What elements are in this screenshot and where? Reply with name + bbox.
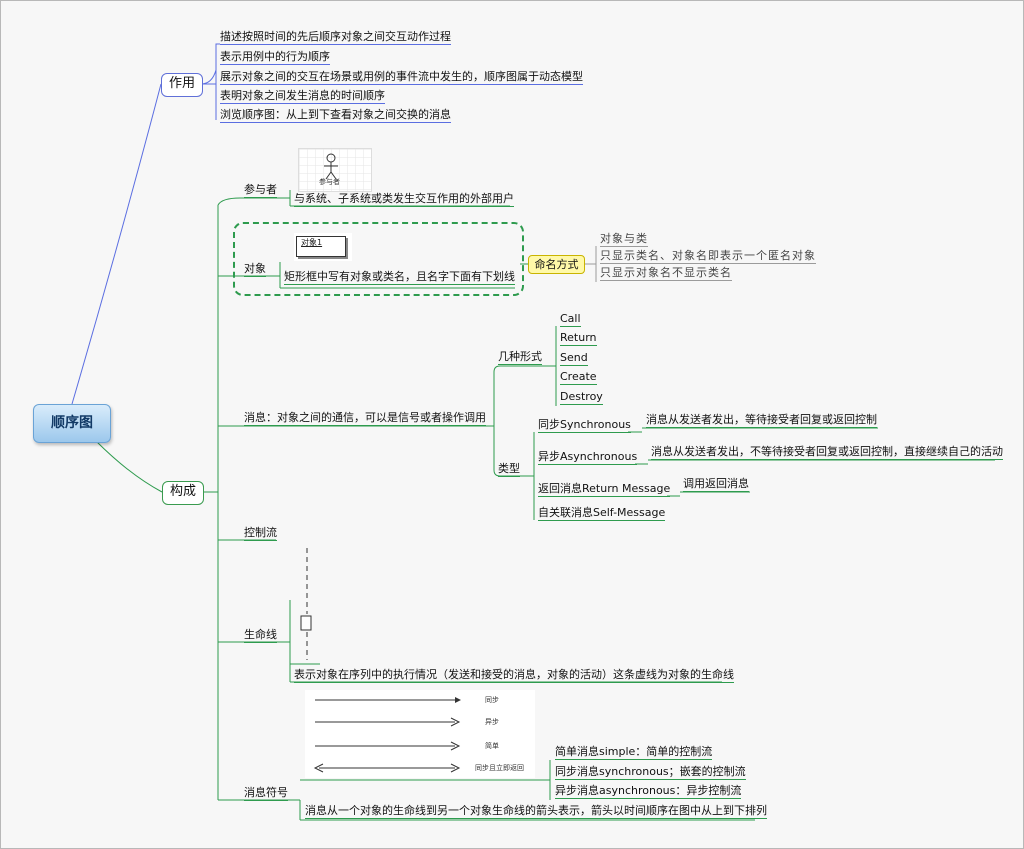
- purpose-item[interactable]: 浏览顺序图：从上到下查看对象之间交换的消息: [220, 108, 451, 123]
- object-image: 对象1: [294, 233, 352, 261]
- purpose-item[interactable]: 描述按照时间的先后顺序对象之间交互动作过程: [220, 30, 451, 45]
- message-node[interactable]: 消息：对象之间的通信，可以是信号或者操作调用: [244, 411, 486, 426]
- lifeline-node[interactable]: 生命线: [244, 628, 277, 643]
- object-icon-caption: 对象1: [301, 238, 323, 247]
- message-arrows-icon: [313, 697, 461, 773]
- message-symbol-desc[interactable]: 消息从一个对象的生命线到另一个对象生命线的箭头表示，箭头以时间顺序在图中从上到下…: [305, 804, 767, 819]
- composition-node[interactable]: 构成: [162, 481, 204, 505]
- actor-desc[interactable]: 与系统、子系统或类发生交互作用的外部用户: [294, 192, 514, 207]
- actor-image: 参与者: [298, 148, 372, 192]
- control-flow-node[interactable]: 控制流: [244, 526, 277, 541]
- form-item-send[interactable]: Send: [560, 351, 588, 366]
- lifeline-desc[interactable]: 表示对象在序列中的执行情况（发送和接受的消息，对象的活动）这条虚线为对象的生命线: [294, 668, 734, 683]
- naming-item[interactable]: 对象与类: [600, 232, 648, 247]
- object-desc[interactable]: 矩形框中写有对象或类名，且名字下面有下划线: [284, 270, 515, 285]
- legend-label: 同步且立即返回: [475, 764, 524, 772]
- purpose-item[interactable]: 展示对象之间的交互在场景或用例的事件流中发生的，顺序图属于动态模型: [220, 70, 583, 85]
- actor-icon-caption: 参与者: [319, 178, 340, 186]
- type-synchronous[interactable]: 同步Synchronous: [538, 418, 631, 433]
- type-asynchronous[interactable]: 异步Asynchronous: [538, 450, 638, 465]
- naming-method-node[interactable]: 命名方式: [528, 255, 585, 274]
- form-item-call[interactable]: Call: [560, 312, 581, 327]
- object-box-icon: 对象1: [296, 236, 346, 257]
- type-return-message[interactable]: 返回消息Return Message: [538, 482, 671, 497]
- type-asynchronous-desc[interactable]: 消息从发送者发出，不等待接受者回复或返回控制，直接继续自己的活动: [651, 445, 1003, 460]
- type-return-message-desc[interactable]: 调用返回消息: [683, 477, 749, 492]
- purpose-node[interactable]: 作用: [161, 73, 203, 97]
- legend-label: 同步: [485, 696, 499, 704]
- message-symbol-node[interactable]: 消息符号: [244, 786, 288, 801]
- actor-node[interactable]: 参与者: [244, 183, 277, 198]
- types-node[interactable]: 类型: [498, 462, 520, 477]
- symbol-item-simple[interactable]: 简单消息simple：简单的控制流: [555, 745, 713, 760]
- symbol-item-synchronous[interactable]: 同步消息synchronous；嵌套的控制流: [555, 765, 746, 780]
- object-node[interactable]: 对象: [244, 262, 266, 277]
- legend-label: 简单: [485, 742, 499, 750]
- legend-label: 异步: [485, 718, 499, 726]
- lifeline-icon: [300, 548, 312, 660]
- purpose-item[interactable]: 表明对象之间发生消息的时间顺序: [220, 89, 385, 104]
- naming-item[interactable]: 只显示类名、对象名即表示一个匿名对象: [600, 249, 816, 264]
- symbol-item-asynchronous[interactable]: 异步消息asynchronous：异步控制流: [555, 784, 742, 799]
- forms-node[interactable]: 几种形式: [498, 350, 542, 365]
- naming-item[interactable]: 只显示对象名不显示类名: [600, 266, 732, 281]
- message-symbol-image: 同步 异步 简单 同步且立即返回: [305, 690, 535, 778]
- purpose-item[interactable]: 表示用例中的行为顺序: [220, 50, 330, 65]
- type-self-message[interactable]: 自关联消息Self-Message: [538, 506, 666, 521]
- form-item-create[interactable]: Create: [560, 370, 597, 385]
- form-item-return[interactable]: Return: [560, 331, 597, 346]
- actor-figure-icon: [299, 149, 371, 191]
- object-dashed-boundary: [233, 222, 524, 296]
- lifeline-image: [296, 546, 322, 662]
- type-synchronous-desc[interactable]: 消息从发送者发出，等待接受者回复或返回控制: [646, 413, 877, 428]
- form-item-destroy[interactable]: Destroy: [560, 390, 603, 405]
- root-node[interactable]: 顺序图: [33, 404, 111, 443]
